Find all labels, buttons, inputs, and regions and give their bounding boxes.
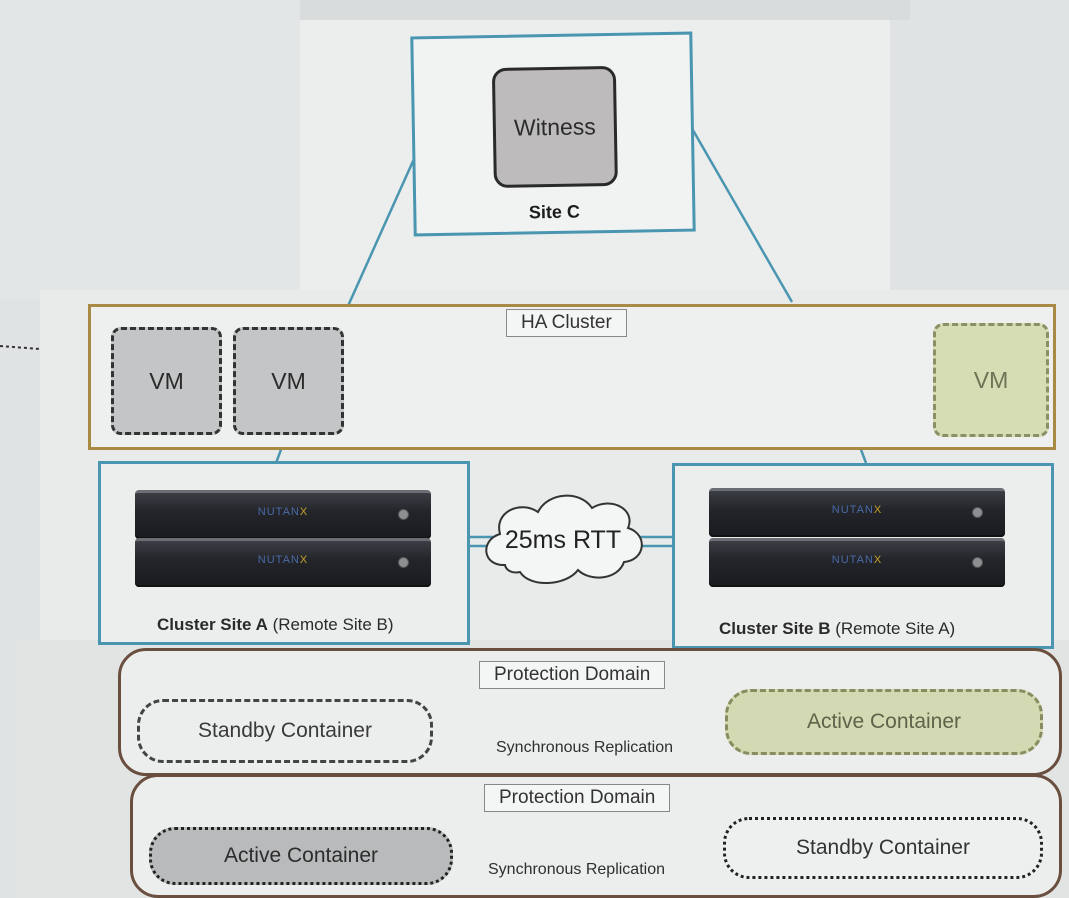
witness-label: Witness: [513, 112, 596, 141]
site-c-box: Witness Site C: [410, 31, 696, 237]
stray-dashed-line: [0, 345, 41, 350]
vm-label: VM: [271, 367, 306, 394]
replication-label-2: Synchronous Replication: [488, 861, 665, 878]
cluster-site-b-caption: Cluster Site B (Remote Site A): [719, 619, 956, 638]
power-led-icon: [398, 557, 409, 568]
cluster-site-a-caption: Cluster Site A (Remote Site B): [157, 615, 394, 634]
power-led-icon: [972, 507, 983, 518]
server-a-1: NUTANX: [135, 490, 431, 539]
network-cloud-shape: [485, 494, 643, 585]
rtt-label: 25ms RTT: [504, 526, 622, 554]
vm-label: VM: [149, 367, 184, 394]
protection-domain-2-box: Active Container Standby Container: [130, 774, 1062, 898]
server-b-2: NUTANX: [709, 538, 1005, 587]
ha-cluster-box: VM VM VM: [88, 304, 1056, 450]
server-a-2: NUTANX: [135, 538, 431, 587]
vm-site-a-2: VM: [233, 327, 344, 435]
replication-label-1: Synchronous Replication: [496, 739, 673, 756]
protection-domain-2-label: Protection Domain: [484, 784, 671, 812]
power-led-icon: [398, 509, 409, 520]
container-label: Active Container: [806, 710, 962, 733]
standby-container-2: Standby Container: [723, 817, 1043, 879]
server-b-1: NUTANX: [709, 488, 1005, 537]
site-c-label: Site C: [528, 201, 581, 223]
background-panel-left: [0, 0, 300, 300]
link-site-c-to-ha-left: [346, 149, 420, 307]
background-strip-top: [300, 0, 910, 20]
ha-cluster-label: HA Cluster: [506, 309, 627, 337]
vm-site-b: VM: [933, 323, 1049, 437]
standby-container-1: Standby Container: [137, 699, 433, 763]
nutanix-logo: NUTANX: [831, 554, 883, 566]
container-label: Standby Container: [796, 836, 970, 859]
protection-domain-1-label: Protection Domain: [479, 661, 666, 689]
container-label: Active Container: [223, 844, 379, 867]
vm-site-a-1: VM: [111, 327, 222, 435]
witness-node: Witness: [491, 65, 618, 189]
active-container-2: Active Container: [149, 827, 453, 885]
cluster-site-b-box: NUTANX NUTANX Cluster Site B (Remote Sit…: [672, 463, 1054, 649]
vm-label: VM: [973, 366, 1009, 393]
nutanix-logo: NUTANX: [831, 504, 883, 516]
nutanix-logo: NUTANX: [257, 554, 309, 566]
nutanix-logo: NUTANX: [257, 506, 309, 518]
cluster-site-a-box: NUTANX NUTANX Cluster Site A (Remote Sit…: [98, 461, 470, 645]
link-site-c-to-ha-right: [688, 124, 794, 303]
container-label: Standby Container: [198, 719, 372, 742]
power-led-icon: [972, 557, 983, 568]
active-container-1: Active Container: [725, 689, 1043, 755]
